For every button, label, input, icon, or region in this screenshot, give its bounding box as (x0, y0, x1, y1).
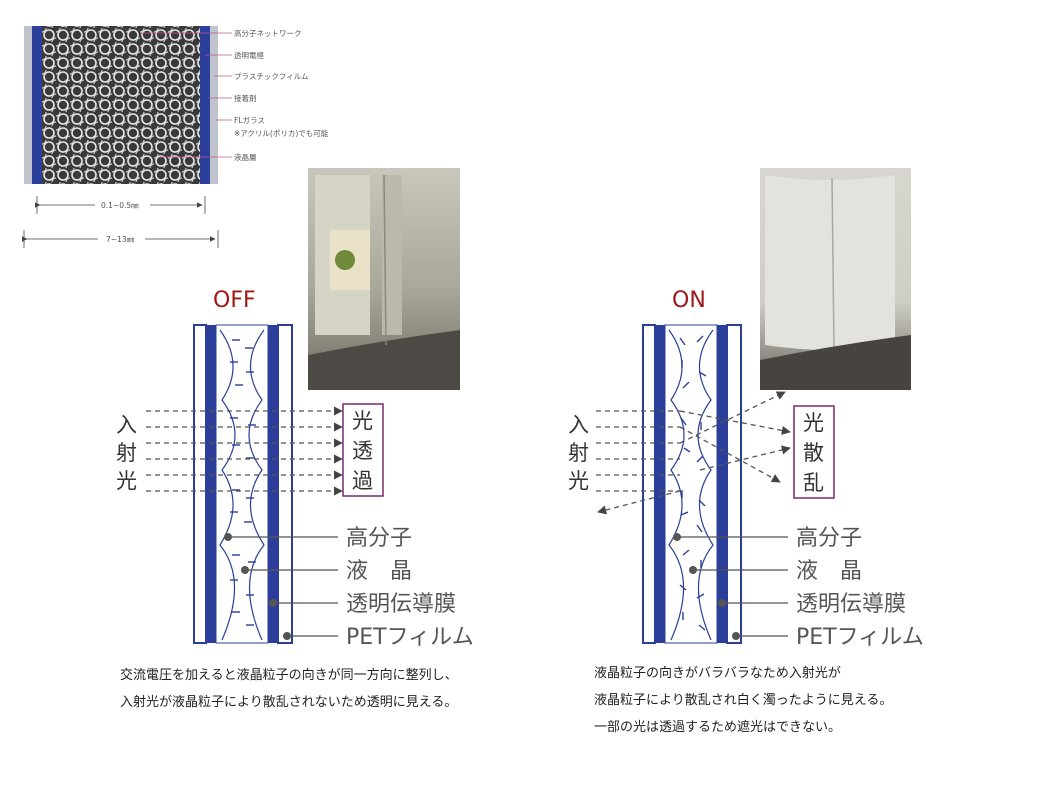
label-fl-glass: FLガラス (234, 115, 265, 125)
on-result-3: 乱 (803, 471, 824, 495)
off-result-2: 透 (352, 439, 373, 463)
off-label-pet-film: PETフィルム (346, 625, 474, 650)
label-acrylic-note: ※アクリル(ポリカ)でも可能 (234, 128, 329, 138)
off-caption-line-2: 入射光が液晶粒子により散乱されないため透明に見える。 (120, 695, 458, 710)
on-label-pet-film: PETフィルム (796, 625, 924, 650)
on-caption-line-2: 液晶粒子により散乱され白く濁ったように見える。 (594, 693, 893, 708)
structure-diagram: 高分子ネットワーク 透明電極 プラスチックフィルム 接着剤 FLガラス ※アクリ… (21, 26, 329, 248)
on-result-2: 散 (803, 441, 824, 465)
on-label-liquid-crystal: 液 晶 (796, 559, 862, 584)
dimension-outer: 7~13㎜ (106, 235, 135, 244)
on-title: ON (672, 288, 706, 313)
photo-off (308, 168, 460, 390)
on-result-box (793, 405, 835, 499)
off-result-box (342, 403, 384, 497)
on-diagram: ON (568, 288, 924, 650)
photo-on (760, 168, 911, 390)
on-label-polymer: 高分子 (796, 526, 862, 551)
on-result-1: 光 (803, 411, 824, 435)
on-incident-1: 入 (568, 413, 589, 437)
polymer-network-photo (42, 26, 200, 184)
off-caption: 交流電圧を加えると液晶粒子の向きが同一方向に整列し、 入射光が液晶粒子により散乱… (120, 662, 458, 716)
on-incident-3: 光 (568, 469, 589, 493)
on-incident-2: 射 (568, 441, 589, 465)
on-caption: 液晶粒子の向きがバラバラなため入射光が 液晶粒子により散乱され白く濁ったように見… (594, 660, 892, 741)
off-label-liquid-crystal: 液 晶 (346, 559, 412, 584)
off-result-1: 光 (352, 409, 373, 433)
off-incident-1: 入 (116, 413, 137, 437)
label-plastic-film: プラスチックフィルム (234, 72, 309, 81)
on-caption-line-3: 一部の光は透過するため遮光はできない。 (594, 720, 842, 735)
off-incident-3: 光 (116, 469, 137, 493)
dimension-inner: 0.1~0.5㎜ (101, 201, 139, 210)
on-caption-line-1: 液晶粒子の向きがバラバラなため入射光が (594, 666, 841, 681)
off-title: OFF (213, 288, 256, 313)
off-diagram: OFF (116, 288, 474, 650)
on-label-conductive-film: 透明伝導膜 (796, 592, 906, 617)
off-result-3: 過 (352, 469, 373, 493)
off-label-polymer: 高分子 (346, 526, 412, 551)
label-polymer-network: 高分子ネットワーク (234, 28, 302, 38)
off-label-conductive-film: 透明伝導膜 (346, 592, 456, 617)
off-incident-2: 射 (116, 441, 137, 465)
label-liquid-crystal-layer: 液晶層 (234, 152, 257, 162)
label-transparent-electrode: 透明電極 (234, 50, 264, 60)
label-adhesive: 接着剤 (234, 93, 257, 103)
off-caption-line-1: 交流電圧を加えると液晶粒子の向きが同一方向に整列し、 (120, 668, 458, 683)
